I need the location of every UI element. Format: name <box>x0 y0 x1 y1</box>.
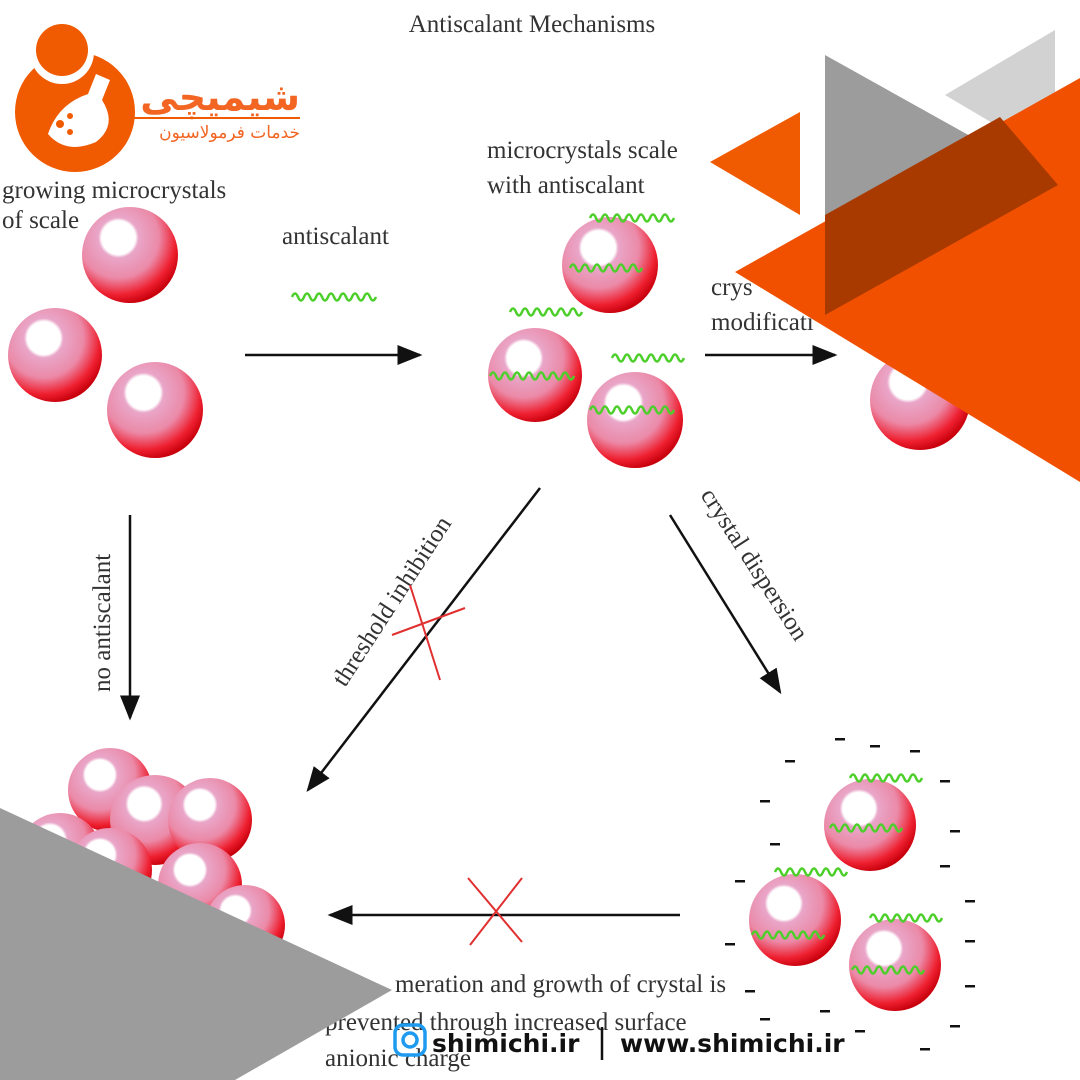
minus-sign <box>835 738 845 741</box>
microcrystal-sphere <box>168 778 252 862</box>
arrow-crystal-dispersion <box>668 514 782 695</box>
minus-sign <box>920 1048 930 1051</box>
microcrystal-sphere <box>849 919 941 1011</box>
minus-sign <box>785 760 795 763</box>
microcrystal-sphere <box>8 308 102 402</box>
microcrystal-sphere <box>587 372 683 468</box>
minus-sign <box>760 1018 770 1021</box>
antiscalant-polymer <box>568 263 644 273</box>
minus-sign <box>870 745 880 748</box>
arrow-threshold-inhibition <box>306 487 541 792</box>
minus-sign <box>910 750 920 753</box>
label-dispersion-note-3: anionic charge <box>325 1045 471 1072</box>
minus-sign <box>735 880 745 883</box>
antiscalant-polymer <box>588 213 676 223</box>
label-no-antiscalant: no antiscalant <box>89 554 116 692</box>
antiscalant-polymer <box>488 371 576 381</box>
label-with-antiscalant-2: with antiscalant <box>487 172 645 199</box>
minus-sign <box>820 1010 830 1013</box>
antiscalant-polymer <box>773 867 849 877</box>
antiscalant-polymer <box>588 405 676 415</box>
minus-sign <box>965 985 975 988</box>
orange-triangle-small <box>710 112 800 215</box>
antiscalant-polymer <box>868 913 944 923</box>
antiscalant-polymer <box>750 930 826 940</box>
label-crystal-dispersion: crystal dispersion <box>695 484 814 646</box>
minus-sign <box>950 830 960 833</box>
label-growing-1: growing microcrystals <box>2 177 226 204</box>
minus-sign <box>745 990 755 993</box>
label-dispersion-note-1: meration and growth of crystal is <box>395 971 726 998</box>
cross-dispersion <box>469 877 523 946</box>
antiscalant-polymer <box>610 353 686 363</box>
overlap-shade <box>825 117 1058 315</box>
minus-sign <box>760 800 770 803</box>
minus-sign <box>965 940 975 943</box>
microcrystal-sphere <box>107 362 203 458</box>
antiscalant-polymers <box>290 213 944 975</box>
anionic-charge-marks <box>725 738 975 1051</box>
flask-logo-icon <box>15 20 135 172</box>
minus-sign <box>770 843 780 846</box>
antiscalant-polymer <box>508 307 584 317</box>
label-crystal-modification-2: modificati <box>711 309 814 336</box>
antiscalant-polymer <box>828 823 904 833</box>
minus-sign <box>855 1030 865 1033</box>
brand-name: شیمیچی <box>140 75 300 119</box>
label-dispersion-note-2: prevented through increased surface <box>325 1009 687 1036</box>
label-threshold-inhibition: threshold inhibition <box>327 511 457 691</box>
microcrystal-sphere <box>749 874 841 966</box>
diagram-title: Antiscalant Mechanisms <box>409 11 655 38</box>
label-growing-2: of scale <box>2 207 79 234</box>
minus-sign <box>725 943 735 946</box>
microcrystal-sphere <box>82 207 178 303</box>
microcrystal-sphere <box>488 328 582 422</box>
instagram-icon[interactable] <box>393 1023 427 1057</box>
antiscalant-polymer <box>290 292 378 302</box>
minus-sign <box>940 865 950 868</box>
instagram-handle[interactable]: shimichi.ir <box>432 1029 580 1058</box>
website-link[interactable]: www.shimichi.ir <box>620 1029 845 1058</box>
minus-sign <box>940 780 950 783</box>
minus-sign <box>965 900 975 903</box>
antiscalant-polymer <box>850 965 926 975</box>
brand-tagline: خدمات فرمولاسیون <box>159 123 300 143</box>
arrows <box>120 345 838 925</box>
cross-threshold <box>409 584 441 681</box>
minus-sign <box>950 1025 960 1028</box>
label-with-antiscalant-1: microcrystals scale <box>487 137 678 164</box>
antiscalant-polymer <box>848 773 924 783</box>
label-antiscalant: antiscalant <box>282 223 389 250</box>
blocked-cross-marks <box>391 584 523 946</box>
gray-triangle-bottom <box>0 808 392 1080</box>
